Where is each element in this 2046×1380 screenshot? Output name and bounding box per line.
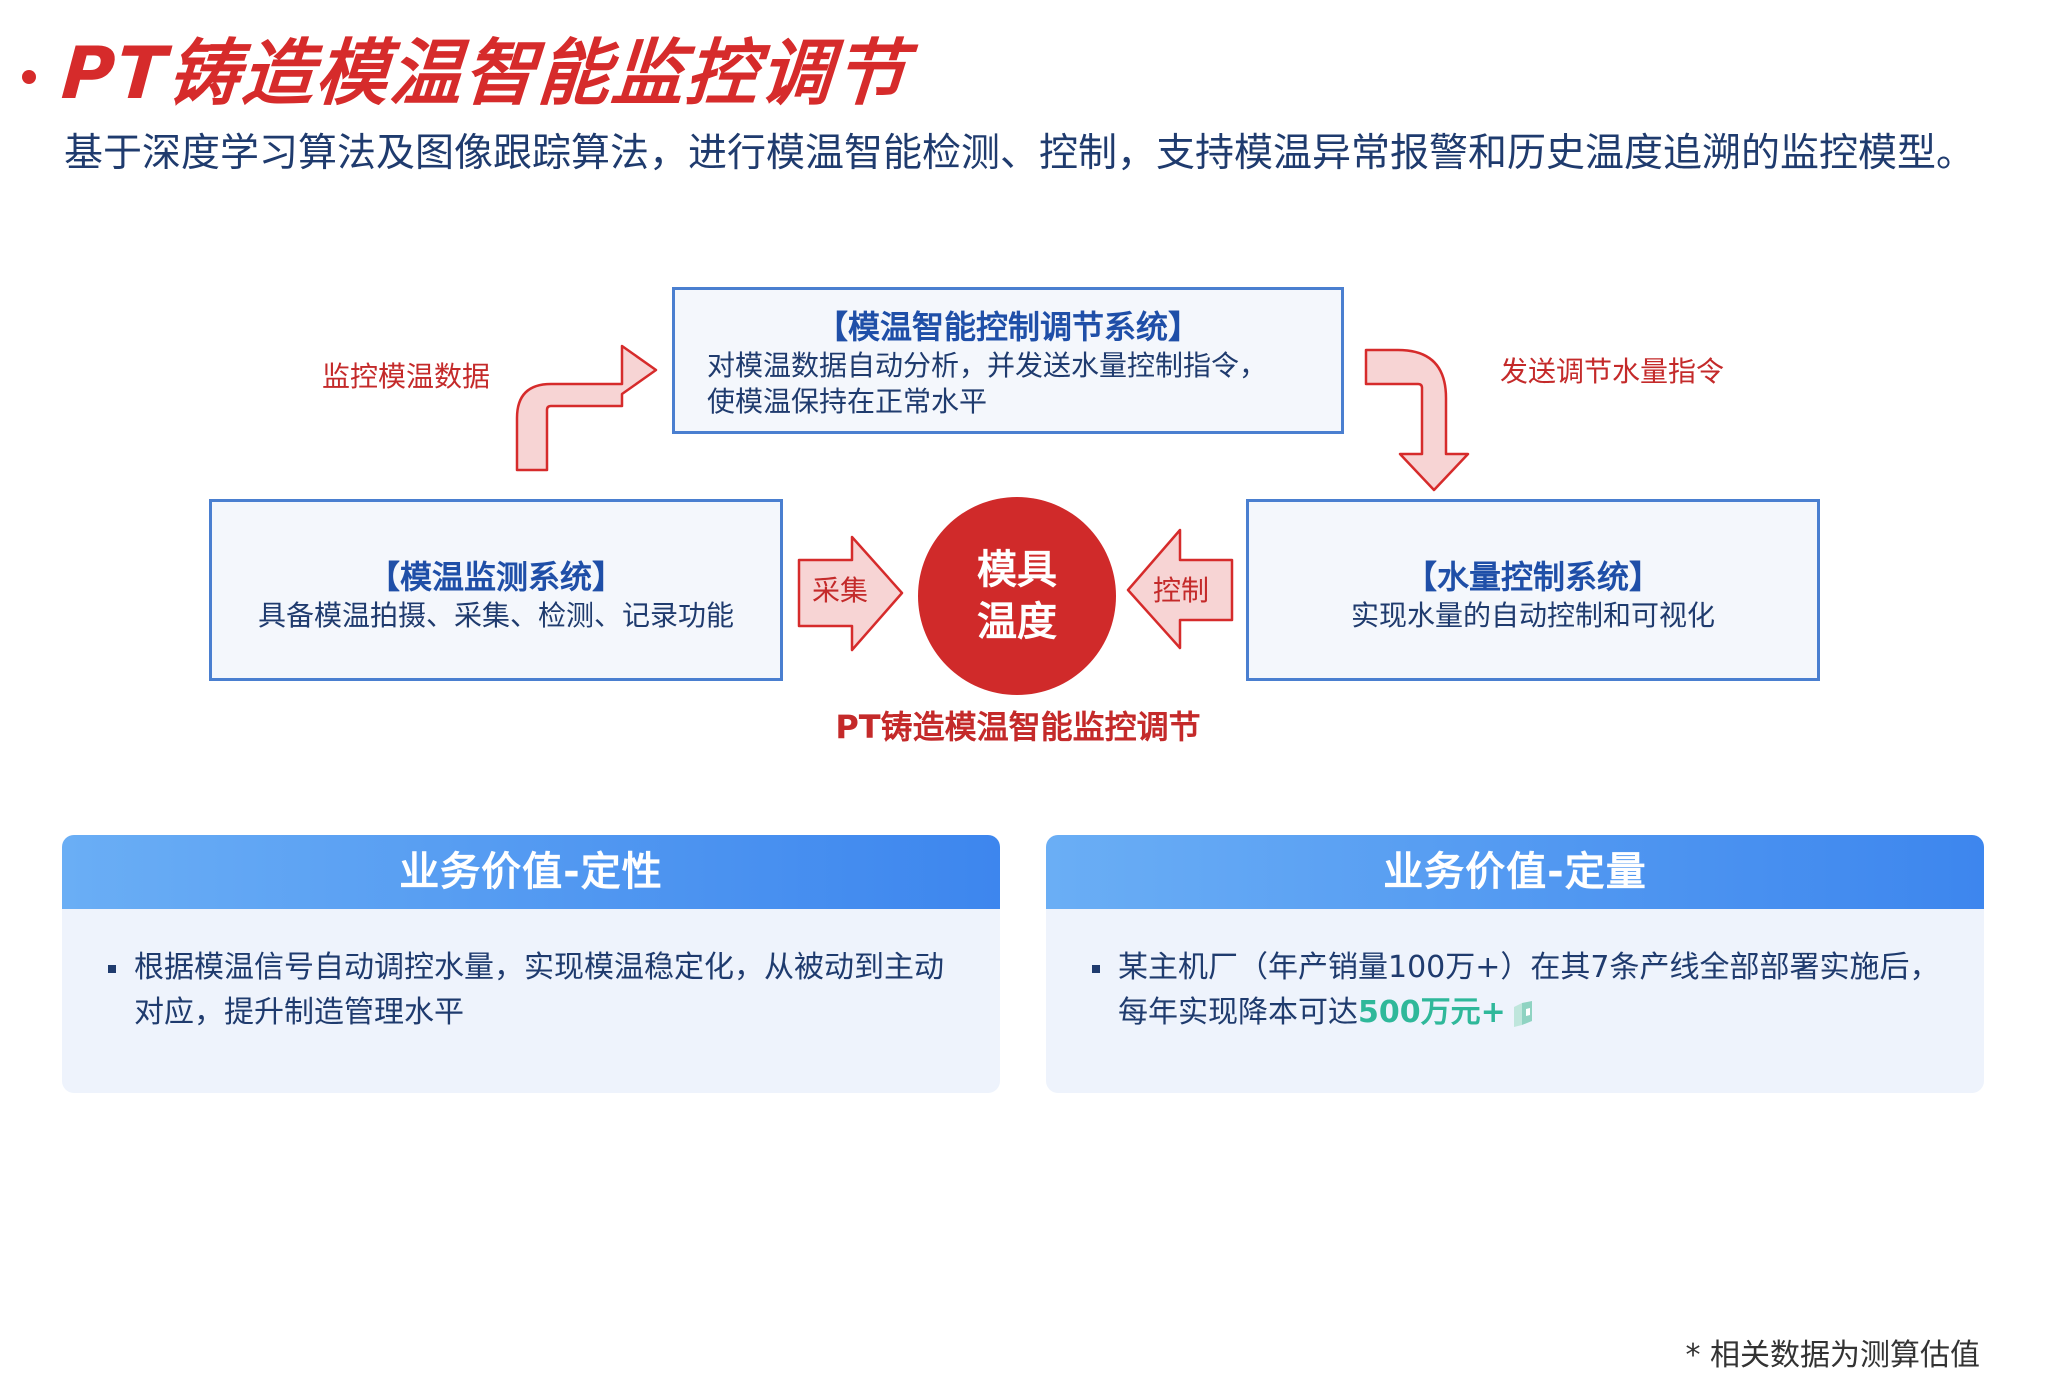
card-title: 业务价值-定量 [1046, 835, 1984, 909]
circle-line: 模具 [977, 547, 1057, 593]
monitor-arrow-icon [515, 344, 658, 472]
box-body: 具备模温拍摄、采集、检测、记录功能 [257, 599, 734, 632]
box-body: 实现水量的自动控制和可视化 [1350, 599, 1715, 632]
page-title: PT铸造模温智能监控调节 [59, 31, 911, 115]
label-send-command: 发送调节水量指令 [1500, 355, 1725, 388]
page-subtitle: 基于深度学习算法及图像跟踪算法，进行模温智能检测、控制，支持模温异常报警和历史温… [64, 131, 1976, 176]
circle-line: 温度 [977, 599, 1057, 645]
monitoring-system-box: 【模温监测系统】 具备模温拍摄、采集、检测、记录功能 [209, 499, 783, 681]
label-collect: 采集 [812, 574, 869, 607]
box-line: 对模温数据自动分析，并发送水量控制指令， [707, 349, 1268, 382]
label-control: 控制 [1153, 574, 1210, 607]
box-title: 【模温智能控制调节系统】 [815, 308, 1200, 346]
savings-highlight: 500万元+ [1358, 995, 1506, 1030]
center-caption: PT铸造模温智能监控调节 [835, 708, 1201, 746]
card-body: 根据模温信号自动调控水量，实现模温稳定化，从被动到主动对应，提升制造管理水平 [62, 909, 1000, 1035]
sparkle-icon [1513, 1000, 1532, 1027]
card-text: 某主机厂（年产销量100万+）在其7条产线全部部署实施后，每年实现降本可达 [1118, 950, 1940, 1030]
smart-control-system-box: 【模温智能控制调节系统】 对模温数据自动分析，并发送水量控制指令， 使模温保持在… [672, 287, 1344, 434]
water-control-system-box: 【水量控制系统】 实现水量的自动控制和可视化 [1246, 499, 1820, 681]
card-text: 根据模温信号自动调控水量，实现模温稳定化，从被动到主动对应，提升制造管理水平 [134, 950, 944, 1030]
send-arrow-icon [1364, 348, 1470, 492]
mold-temperature-circle: 模具 温度 [918, 497, 1116, 695]
box-line: 使模温保持在正常水平 [707, 385, 988, 418]
bullet-icon [108, 965, 116, 973]
card-title: 业务价值-定性 [62, 835, 1000, 909]
footnote: * 相关数据为测算估值 [1685, 1338, 1980, 1373]
title-bullet [22, 70, 36, 84]
label-monitor-data: 监控模温数据 [322, 360, 491, 393]
bullet-icon [1092, 965, 1100, 973]
title-row: PT铸造模温智能监控调节 [22, 28, 911, 118]
quantitative-value-card: 业务价值-定量 某主机厂（年产销量100万+）在其7条产线全部部署实施后，每年实… [1046, 835, 1984, 1093]
qualitative-value-card: 业务价值-定性 根据模温信号自动调控水量，实现模温稳定化，从被动到主动对应，提升… [62, 835, 1000, 1093]
box-title: 【水量控制系统】 [1404, 558, 1661, 596]
card-body: 某主机厂（年产销量100万+）在其7条产线全部部署实施后，每年实现降本可达500… [1046, 909, 1984, 1035]
box-title: 【模温监测系统】 [367, 558, 624, 596]
